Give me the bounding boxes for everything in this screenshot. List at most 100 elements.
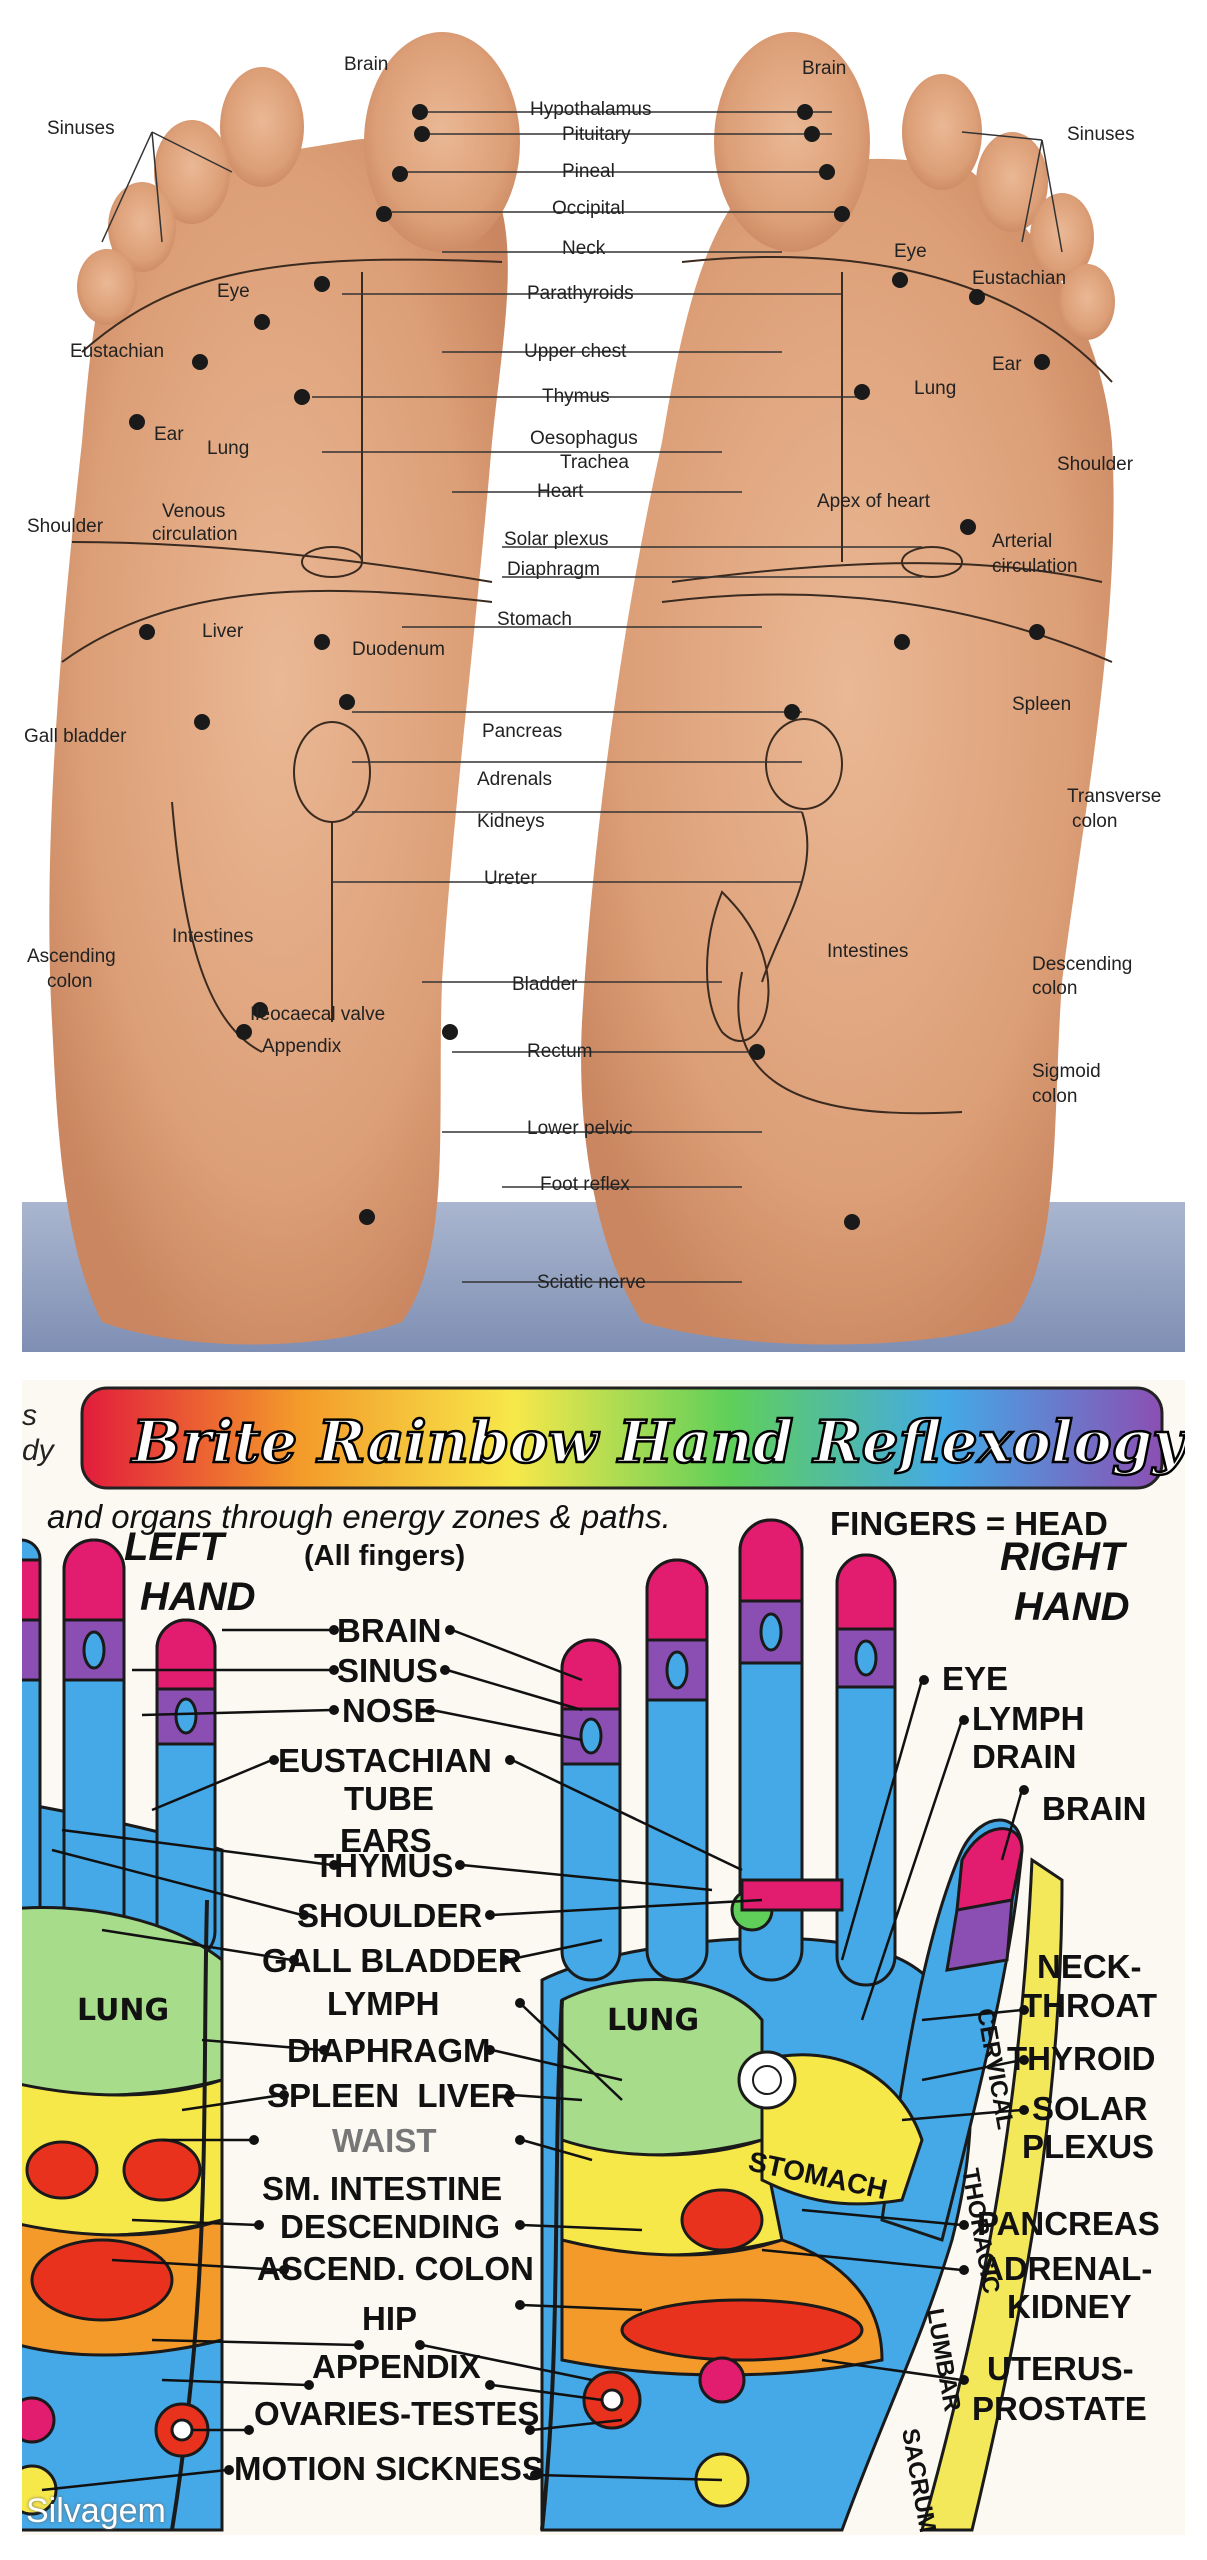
all-fingers-note: (All fingers) bbox=[304, 1540, 465, 1572]
label-gall-bladder: Gall bladder bbox=[24, 726, 127, 747]
label-oesophagus: Oesophagus bbox=[530, 428, 638, 449]
edge-text-2: dy bbox=[22, 1434, 56, 1467]
label-sinuses-left: Sinuses bbox=[47, 118, 115, 139]
label-ascend-colon: ASCEND. COLON bbox=[257, 2250, 534, 2287]
label-neck-throat-1: NECK- bbox=[1037, 1948, 1142, 1985]
label-ovaries-testes: OVARIES-TESTES bbox=[254, 2395, 539, 2432]
label-ears: EARS bbox=[340, 1822, 432, 1859]
label-ureter: Ureter bbox=[484, 868, 537, 889]
label-foot-reflex: Foot reflex bbox=[540, 1174, 630, 1195]
label-lung-right: Lung bbox=[914, 378, 956, 399]
label-spleen: Spleen bbox=[1012, 694, 1071, 715]
label-eye-right: Eye bbox=[894, 241, 927, 262]
label-solar-plexus-1: SOLAR bbox=[1032, 2090, 1148, 2127]
left-toe-2 bbox=[220, 67, 304, 187]
left-hand-drawing bbox=[22, 1538, 224, 2532]
label-lymph-drain-2: DRAIN bbox=[972, 1738, 1077, 1775]
label-thyroid: THYROID bbox=[1007, 2040, 1156, 2077]
label-duodenum: Duodenum bbox=[352, 639, 445, 660]
label-descending-1: Descending bbox=[1032, 954, 1132, 975]
label-ileocaecal: Ileocaecal valve bbox=[250, 1004, 385, 1025]
right-hand-drawing bbox=[540, 1518, 1064, 2532]
label-brain-right: BRAIN bbox=[1042, 1790, 1147, 1827]
left-big-toe bbox=[364, 32, 520, 252]
label-sciatic-nerve: Sciatic nerve bbox=[537, 1272, 646, 1293]
fingers-head-label: FINGERS = HEAD bbox=[830, 1505, 1108, 1542]
label-apex-of-heart: Apex of heart bbox=[817, 491, 931, 512]
label-thymus: THYMUS bbox=[314, 1847, 453, 1884]
label-pineal: Pineal bbox=[562, 161, 615, 182]
label-pancreas: Pancreas bbox=[482, 721, 562, 742]
right-toe-2 bbox=[902, 74, 982, 190]
label-eustachian-2: TUBE bbox=[344, 1780, 434, 1817]
hand-leader-lines bbox=[41, 1628, 1024, 2492]
label-transverse-2: colon bbox=[1072, 811, 1117, 832]
label-sigmoid-2: colon bbox=[1032, 1086, 1077, 1107]
foot-leader-lines bbox=[101, 111, 1063, 1283]
label-venous-2: circulation bbox=[152, 524, 238, 545]
label-adrenals: Adrenals bbox=[477, 769, 552, 790]
hand-labels: BRAIN SINUS NOSE EUSTACHIAN TUBE EARS TH… bbox=[234, 1612, 1160, 2487]
label-upper-chest: Upper chest bbox=[524, 341, 627, 362]
label-ear-right: Ear bbox=[992, 354, 1022, 375]
foot-labels: Brain Brain Sinuses Sinuses Hypothalamus… bbox=[24, 54, 1161, 1293]
label-brain-right: Brain bbox=[802, 58, 846, 79]
label-appendix: APPENDIX bbox=[312, 2348, 481, 2385]
right-hand-label-1: RIGHT bbox=[1000, 1535, 1128, 1579]
label-eustachian-left: Eustachian bbox=[70, 341, 164, 362]
label-parathyroids: Parathyroids bbox=[527, 283, 634, 304]
title-banner bbox=[80, 1386, 1164, 1490]
right-big-toe bbox=[714, 32, 870, 252]
label-transverse-1: Transverse bbox=[1067, 786, 1161, 807]
label-ear-left: Ear bbox=[154, 424, 184, 445]
edge-text-1: s bbox=[22, 1399, 37, 1432]
label-lymph: LYMPH bbox=[327, 1985, 439, 2022]
label-pituitary: Pituitary bbox=[562, 124, 631, 145]
label-stomach: Stomach bbox=[497, 609, 572, 630]
label-waist: WAIST bbox=[332, 2122, 437, 2159]
label-adrenal-kidney-2: KIDNEY bbox=[1007, 2288, 1132, 2325]
label-motion-sickness: MOTION SICKNESS bbox=[234, 2450, 544, 2487]
label-kidneys: Kidneys bbox=[477, 811, 545, 832]
label-sigmoid-1: Sigmoid bbox=[1032, 1061, 1101, 1082]
zone-outlines bbox=[61, 256, 1113, 1115]
label-solar-plexus-2: PLEXUS bbox=[1022, 2128, 1154, 2165]
left-toe-3 bbox=[154, 120, 230, 224]
label-rectum: Rectum bbox=[527, 1041, 592, 1062]
label-descending-2: colon bbox=[1032, 978, 1077, 999]
label-intestines-right: Intestines bbox=[827, 941, 908, 962]
label-eye: EYE bbox=[942, 1660, 1008, 1697]
hand-reflexology-chart: Brite Rainbow Hand Reflexology s dy and … bbox=[22, 1380, 1185, 2535]
hand-leader-dots bbox=[224, 1625, 1029, 2480]
label-uterus-prostate-1: UTERUS- bbox=[987, 2350, 1134, 2387]
label-occipital: Occipital bbox=[552, 198, 625, 219]
label-ascending-2: colon bbox=[47, 971, 92, 992]
label-eustachian-1: EUSTACHIAN bbox=[278, 1742, 492, 1779]
label-eustachian-right: Eustachian bbox=[972, 268, 1066, 289]
hand-diagram: Brite Rainbow Hand Reflexology s dy and … bbox=[22, 1386, 1185, 2535]
label-pancreas: PANCREAS bbox=[977, 2205, 1160, 2242]
label-thymus: Thymus bbox=[542, 386, 610, 407]
right-toe-5 bbox=[1059, 264, 1115, 340]
left-hand-label-2: HAND bbox=[140, 1575, 256, 1619]
label-diaphragm: DIAPHRAGM bbox=[287, 2032, 491, 2069]
label-diaphragm: Diaphragm bbox=[507, 559, 600, 580]
left-lung-label: LUNG bbox=[77, 1993, 169, 2028]
label-eye-left: Eye bbox=[217, 281, 250, 302]
label-liver: Liver bbox=[202, 621, 244, 642]
label-lung-left: Lung bbox=[207, 438, 249, 459]
label-adrenal-kidney-1: ADRENAL- bbox=[980, 2250, 1152, 2287]
label-uterus-prostate-2: PROSTATE bbox=[972, 2390, 1147, 2427]
right-toe-3 bbox=[976, 132, 1048, 232]
foot-reflex-dots bbox=[129, 104, 1050, 1230]
label-neck-throat-2: THROAT bbox=[1022, 1987, 1157, 2024]
hand-chart-subtitle: and organs through energy zones & paths. bbox=[47, 1498, 671, 1535]
right-foot bbox=[581, 32, 1115, 1345]
label-gall-bladder: GALL BLADDER bbox=[262, 1942, 522, 1979]
foot-diagram: Brain Brain Sinuses Sinuses Hypothalamus… bbox=[22, 32, 1185, 1352]
label-nose: NOSE bbox=[342, 1692, 436, 1729]
label-venous-1: Venous bbox=[162, 501, 225, 522]
label-solar-plexus: Solar plexus bbox=[504, 529, 609, 550]
label-appendix: Appendix bbox=[262, 1036, 342, 1057]
label-lower-pelvic: Lower pelvic bbox=[527, 1118, 633, 1139]
